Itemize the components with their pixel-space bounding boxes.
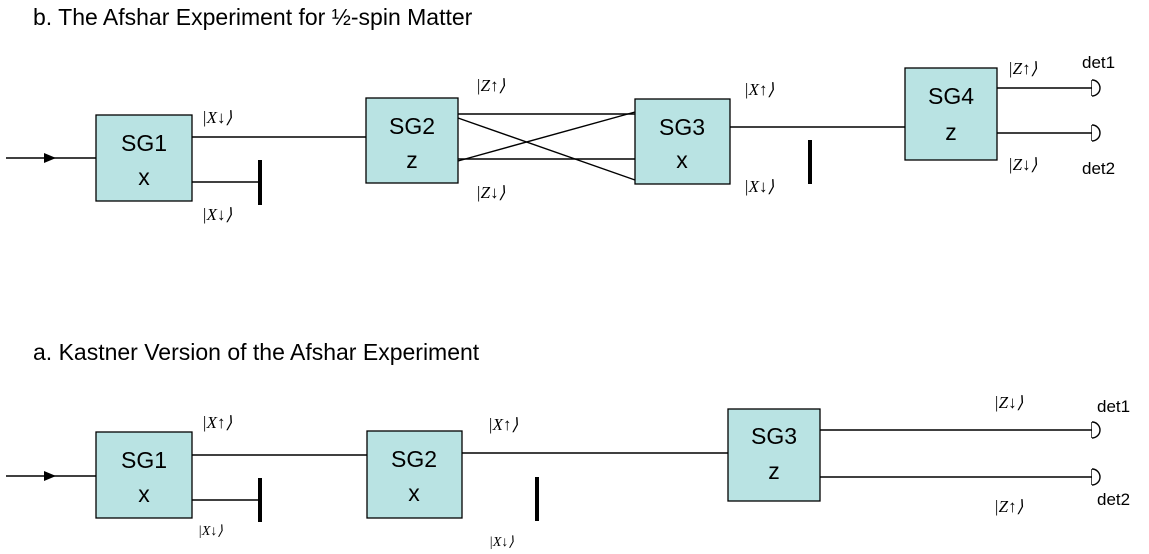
panel-b-input-arrow-icon bbox=[44, 153, 56, 163]
panel-b-ket-sg4-upper: |Z↑⟩ bbox=[1008, 59, 1038, 78]
panel-a: SG1 x |X↑⟩ |X↓⟩ SG2 x |X↑⟩ |X↓⟩ SG3 z |Z… bbox=[6, 393, 1130, 550]
panel-b-sg4-label: SG4 bbox=[928, 83, 974, 109]
panel-a-sg1-box bbox=[95, 431, 193, 519]
panel-a-det2-label: det2 bbox=[1097, 490, 1130, 509]
panel-b-sg1-box bbox=[95, 114, 193, 202]
panel-b-sg3-label: SG3 bbox=[659, 114, 705, 140]
panel-b-sg3-box bbox=[634, 98, 731, 185]
panel-a-det1-icon bbox=[1091, 421, 1101, 439]
panel-b-sg1-label: SG1 bbox=[121, 130, 167, 156]
panel-b-sg3-axis: x bbox=[676, 147, 688, 173]
panel-b-ket-sg3-lower: |X↓⟩ bbox=[744, 177, 775, 196]
panel-a-sg1-label: SG1 bbox=[121, 447, 167, 473]
panel-b-sg2-box bbox=[365, 97, 459, 184]
panel-a-det1-label: det1 bbox=[1097, 397, 1130, 416]
panel-b-det1-label: det1 bbox=[1082, 53, 1115, 72]
panel-a-det2-icon bbox=[1091, 468, 1101, 486]
panel-b-det2-label: det2 bbox=[1082, 159, 1115, 178]
panel-a-ket-sg3-lower: |Z↑⟩ bbox=[994, 497, 1024, 516]
panel-b-ket-sg2-upper: |Z↑⟩ bbox=[476, 76, 506, 95]
panel-b-cross-path-2 bbox=[457, 111, 636, 162]
panel-b-ket-sg4-lower: |Z↓⟩ bbox=[1008, 155, 1038, 174]
panel-a-title: a. Kastner Version of the Afshar Experim… bbox=[33, 339, 480, 365]
panel-a-sg3-label: SG3 bbox=[751, 423, 797, 449]
panel-b-det1-icon bbox=[1091, 79, 1101, 97]
panel-a-sg2-axis: x bbox=[408, 480, 420, 506]
panel-b-sg1-axis: x bbox=[138, 164, 150, 190]
panel-b-sg2-label: SG2 bbox=[389, 113, 435, 139]
panel-b-sg4-axis: z bbox=[945, 119, 957, 145]
panel-a-ket-sg3-upper: |Z↓⟩ bbox=[994, 393, 1024, 412]
panel-a-ket-sg2-upper: |X↑⟩ bbox=[488, 415, 519, 434]
panel-b-det2-icon bbox=[1091, 124, 1101, 142]
panel-a-ket-sg2-lower: |X↓⟩ bbox=[489, 535, 514, 550]
panel-a-sg2-box bbox=[366, 430, 463, 519]
panel-b-ket-sg3-upper: |X↑⟩ bbox=[744, 80, 775, 99]
panel-a-ket-sg1-lower: |X↓⟩ bbox=[198, 524, 223, 539]
panel-b: SG1 x |X↓⟩ |X↓⟩ SG2 z |Z↑⟩ |Z↓⟩ SG3 x |X… bbox=[6, 53, 1115, 224]
panel-b-sg2-axis: z bbox=[406, 147, 418, 173]
panel-a-input-arrow-icon bbox=[44, 471, 56, 481]
panel-b-ket-sg1-upper: |X↓⟩ bbox=[202, 108, 233, 127]
panel-b-sg4-box bbox=[904, 67, 998, 161]
panel-b-ket-sg1-lower: |X↓⟩ bbox=[202, 205, 233, 224]
panel-b-ket-sg2-lower: |Z↓⟩ bbox=[476, 183, 506, 202]
panel-a-sg2-label: SG2 bbox=[391, 446, 437, 472]
panel-a-sg3-box bbox=[727, 408, 821, 502]
panel-a-ket-sg1-upper: |X↑⟩ bbox=[202, 413, 233, 432]
panel-b-title: b. The Afshar Experiment for ½-spin Matt… bbox=[33, 4, 473, 30]
panel-b-cross-path-1 bbox=[457, 117, 636, 181]
panel-a-sg3-axis: z bbox=[768, 458, 780, 484]
panel-a-sg1-axis: x bbox=[138, 481, 150, 507]
